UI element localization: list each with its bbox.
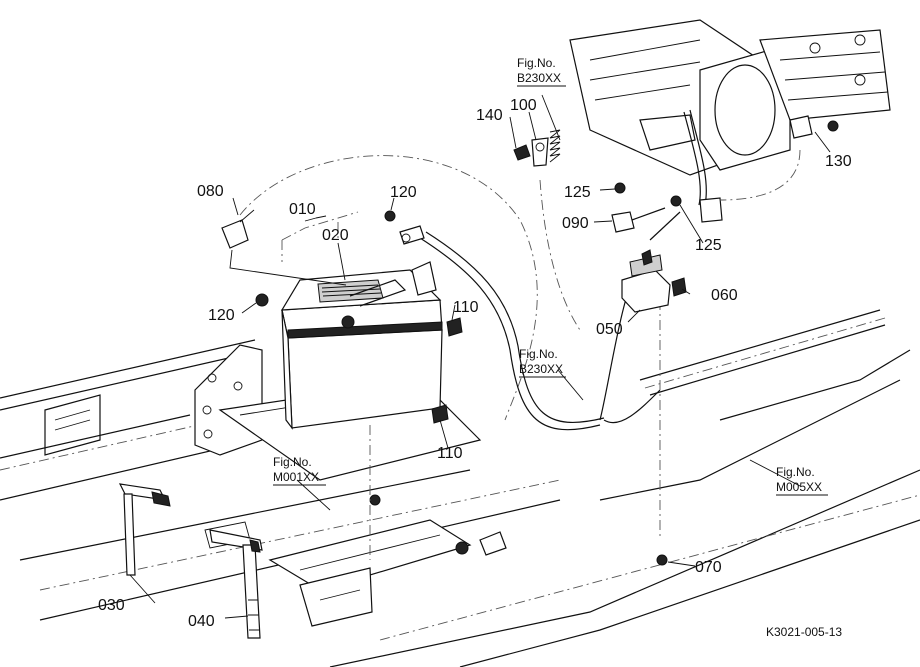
callout-060: 060 xyxy=(711,287,738,304)
callout-110-upper: 110 xyxy=(453,299,479,316)
callout-125-upper: 125 xyxy=(564,184,591,201)
kit-outline-010 xyxy=(281,211,359,262)
callout-110-lower: 110 xyxy=(437,445,463,462)
callout-020: 020 xyxy=(322,227,349,244)
svg-text:Fig.No.: Fig.No. xyxy=(776,465,815,479)
callout-040: 040 xyxy=(188,613,215,630)
svg-text:B230XX: B230XX xyxy=(517,71,561,85)
fig-ref-b230xx-top: Fig.No. B230XX xyxy=(517,56,566,87)
fig-ref-m001xx: Fig.No. M001XX xyxy=(273,455,326,486)
drawing-code: K3021-005-13 xyxy=(766,625,842,639)
svg-text:Fig.No.: Fig.No. xyxy=(273,455,312,469)
part-callouts: 010 020 030 040 050 060 070 080 090 100 … xyxy=(98,97,852,630)
callout-010: 010 xyxy=(289,201,316,218)
callout-130: 130 xyxy=(825,153,852,170)
svg-text:B230XX: B230XX xyxy=(519,362,563,376)
callout-070: 070 xyxy=(695,559,722,576)
svg-text:Fig.No.: Fig.No. xyxy=(517,56,556,70)
fig-ref-m005xx: Fig.No. M005XX xyxy=(776,465,828,496)
fig-ref-b230xx-middle: Fig.No. B230XX xyxy=(519,347,566,378)
svg-text:Fig.No.: Fig.No. xyxy=(519,347,558,361)
callout-125-lower: 125 xyxy=(695,237,722,254)
callout-120-upper: 120 xyxy=(390,184,417,201)
callout-120-left: 120 xyxy=(208,307,235,324)
leader-lines xyxy=(129,94,831,619)
callout-140: 140 xyxy=(476,107,503,124)
battery-straps xyxy=(118,483,263,639)
svg-text:M005XX: M005XX xyxy=(776,480,822,494)
callout-030: 030 xyxy=(98,597,125,614)
starter-engine-assembly xyxy=(569,19,891,223)
callout-050: 050 xyxy=(596,321,623,338)
callout-090: 090 xyxy=(562,215,589,232)
small-parts xyxy=(221,115,839,566)
callout-100: 100 xyxy=(510,97,537,114)
battery xyxy=(280,261,443,430)
callout-080: 080 xyxy=(197,183,224,200)
figure-references: Fig.No. B230XX Fig.No. B230XX Fig.No. M0… xyxy=(273,56,828,496)
svg-text:M001XX: M001XX xyxy=(273,470,319,484)
battery-cables xyxy=(239,149,801,560)
